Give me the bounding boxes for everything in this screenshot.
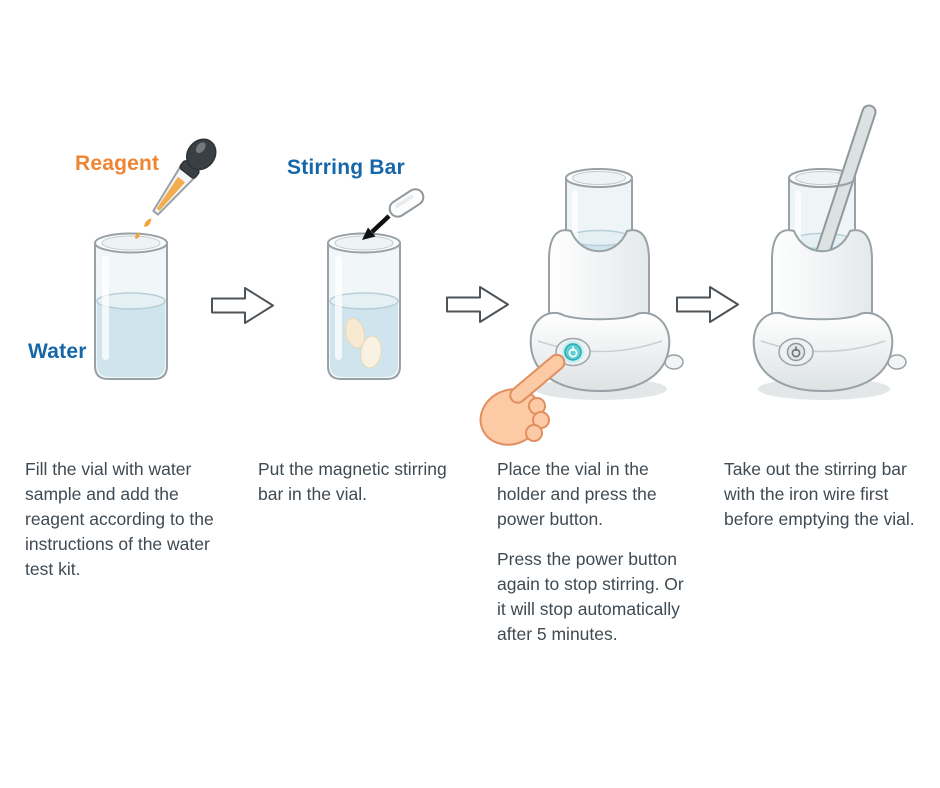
arrow-right-icon — [676, 286, 739, 323]
step3-caption-paragraph-2: Press the power button again to stop sti… — [497, 549, 684, 644]
arrow-right-icon — [446, 286, 509, 323]
step1-illustration — [94, 138, 217, 380]
step1-caption: Fill the vial with water sample and add … — [25, 459, 214, 579]
stirrer-device-icon — [529, 168, 684, 400]
vial-icon — [94, 232, 168, 380]
step4-caption: Take out the stirring bar with the iron … — [724, 459, 915, 529]
diagram-canvas — [94, 104, 907, 446]
vial-icon — [327, 232, 401, 380]
down-arrow-icon — [362, 214, 391, 240]
power-button-off[interactable] — [778, 337, 814, 367]
step2-caption: Put the magnetic stirring bar in the via… — [258, 459, 447, 504]
step4-illustration — [752, 104, 907, 400]
reagent-blob — [345, 317, 365, 349]
stirring-bar-icon — [388, 188, 425, 218]
water-label: Water — [28, 340, 87, 363]
step2-illustration — [327, 188, 425, 380]
step3-illustration — [479, 168, 684, 446]
arrow-right-icon — [211, 287, 274, 324]
dropper-icon — [135, 138, 217, 239]
reagent-label: Reagent — [75, 152, 160, 175]
reagent-drop-icon — [135, 232, 141, 239]
reagent-drop-icon — [144, 218, 152, 227]
reagent-blob — [360, 335, 382, 369]
step3-caption-paragraph-1: Place the vial in the holder and press t… — [497, 459, 657, 529]
hand-icon — [479, 353, 566, 446]
stirring-bar-label: Stirring Bar — [287, 156, 405, 179]
step3-caption: Place the vial in the holder and press t… — [497, 457, 697, 662]
